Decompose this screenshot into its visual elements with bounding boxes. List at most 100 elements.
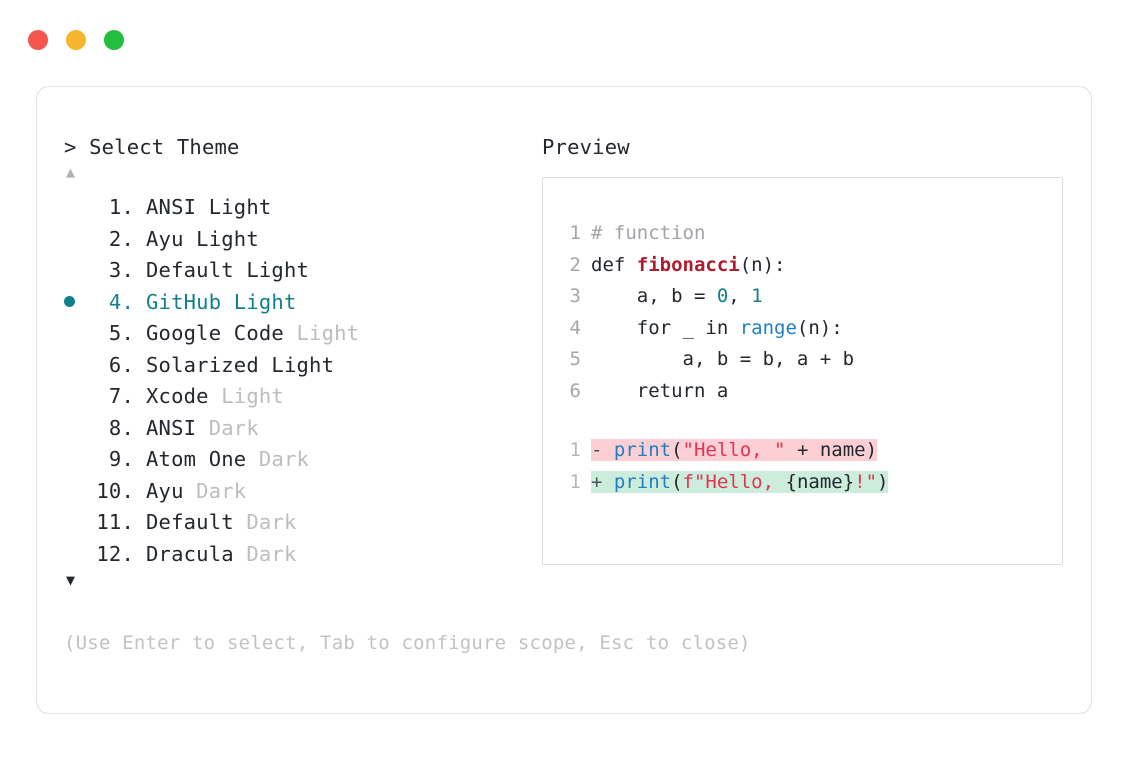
preview-title: Preview xyxy=(542,135,630,159)
code-token: for _ in xyxy=(591,316,740,339)
theme-item-variant: Light xyxy=(221,289,297,314)
code-line-text: return a xyxy=(591,376,729,408)
theme-item-variant: Dark xyxy=(246,447,310,471)
code-token: , xyxy=(728,285,752,307)
theme-item-variant: Light xyxy=(196,195,272,219)
code-token: print xyxy=(613,470,672,493)
theme-item-index: 11. xyxy=(96,510,134,534)
line-number: 4 xyxy=(569,316,581,339)
selection-dot-icon xyxy=(64,295,75,307)
code-token: (n): xyxy=(739,253,786,276)
code-token: fibonacci xyxy=(636,253,740,276)
code-token: ) xyxy=(877,470,889,493)
theme-picker-dialog: > Select Theme ▲ 1. ANSI Light 2. Ayu Light… xyxy=(36,86,1092,714)
code-token: f"Hello, xyxy=(682,470,786,493)
code-line-text: a, b = b, a + b xyxy=(591,344,855,376)
theme-list-item[interactable]: 4. GitHub Light xyxy=(64,287,534,319)
code-line-text: a, b = 0, 1 xyxy=(591,281,763,313)
selected-bullet-icon xyxy=(64,288,90,320)
theme-selector-panel: > Select Theme ▲ 1. ANSI Light 2. Ayu Light… xyxy=(64,133,534,592)
code-token: ( xyxy=(671,439,683,461)
code-token: range xyxy=(739,316,797,339)
theme-item-index: 7. xyxy=(108,384,134,408)
code-token: def xyxy=(591,253,637,276)
code-line-text: def fibonacci(n): xyxy=(591,250,785,282)
scroll-down-arrow-icon[interactable]: ▼ xyxy=(66,571,76,589)
window-traffic-lights xyxy=(28,30,124,50)
theme-item-variant: Light xyxy=(233,258,310,282)
code-token: + name) xyxy=(785,439,878,461)
scroll-up-arrow-icon[interactable]: ▲ xyxy=(66,163,76,181)
theme-list-item[interactable]: 5.Google Code Light xyxy=(64,318,534,350)
code-line: 3 a, b = 0, 1 xyxy=(559,281,1062,313)
diff-sign: - xyxy=(591,439,614,461)
code-line-text: for _ in range(n): xyxy=(591,313,843,345)
minimize-window-icon[interactable] xyxy=(66,30,86,50)
line-number: 1 xyxy=(569,439,581,461)
theme-item-variant: Dark xyxy=(196,415,259,440)
keyboard-hint: (Use Enter to select, Tab to configure s… xyxy=(64,632,751,654)
line-number: 3 xyxy=(569,285,581,307)
theme-item-variant: Dark xyxy=(233,510,297,534)
code-token: # function xyxy=(591,222,706,244)
code-token: print xyxy=(613,439,672,461)
theme-item-name: GitHub xyxy=(146,289,222,314)
prompt-header: > Select Theme xyxy=(64,135,240,159)
theme-item-index: 2. xyxy=(108,226,134,251)
diff-added-line: 1 + print(f"Hello, {name}!") xyxy=(559,467,1062,499)
close-window-icon[interactable] xyxy=(28,30,48,50)
theme-item-name: Google Code xyxy=(146,321,284,345)
theme-list-item[interactable]: 11. Default Dark xyxy=(64,507,534,539)
line-number: 1 xyxy=(569,470,581,493)
theme-item-index: 10. xyxy=(96,478,134,503)
code-line-text: # function xyxy=(591,218,705,250)
theme-list-item[interactable]: 8. ANSI Dark xyxy=(64,413,534,445)
theme-item-index: 1. xyxy=(108,195,134,219)
theme-item-name: Default xyxy=(146,258,234,282)
code-token: (n): xyxy=(796,316,843,339)
theme-item-variant: Light xyxy=(258,352,335,377)
theme-list-item[interactable]: 12. Dracula Dark xyxy=(64,539,534,571)
theme-item-index: 9. xyxy=(108,447,134,471)
line-number: 5 xyxy=(569,348,581,370)
diff-highlight: + print(f"Hello, {name}!") xyxy=(591,470,889,493)
theme-item-name: Default xyxy=(146,510,234,534)
theme-item-index: 5. xyxy=(108,321,134,345)
line-number: 6 xyxy=(569,379,581,402)
theme-item-variant: Dark xyxy=(233,541,297,566)
code-token: return a xyxy=(591,379,729,402)
code-line: 5 a, b = b, a + b xyxy=(559,344,1062,376)
theme-list-item[interactable]: 10.Ayu Dark xyxy=(64,476,534,508)
theme-item-name: Ayu xyxy=(146,226,184,251)
theme-item-name: Dracula xyxy=(146,541,234,566)
theme-item-name: ANSI xyxy=(146,415,197,440)
code-token: 1 xyxy=(751,285,763,307)
theme-item-variant: Light xyxy=(183,226,259,251)
theme-item-index: 4. xyxy=(108,289,134,314)
code-line: 4 for _ in range(n): xyxy=(559,313,1062,345)
code-line: 6 return a xyxy=(559,376,1062,408)
diff-highlight: - print("Hello, " + name) xyxy=(591,439,878,461)
theme-item-name: ANSI xyxy=(146,195,197,219)
code-line-text: + print(f"Hello, {name}!") xyxy=(591,467,889,499)
maximize-window-icon[interactable] xyxy=(104,30,124,50)
theme-list-item[interactable]: 6.Solarized Light xyxy=(64,350,534,382)
theme-list-item[interactable]: 3. Default Light xyxy=(64,255,534,287)
code-line: 1# function xyxy=(559,218,1062,250)
code-line-text: - print("Hello, " + name) xyxy=(591,435,878,467)
code-token: a, b = xyxy=(591,285,717,307)
theme-item-index: 12. xyxy=(96,541,134,566)
theme-item-variant: Dark xyxy=(183,478,247,503)
theme-list-item[interactable]: 1. ANSI Light xyxy=(64,192,534,224)
diff-sign: + xyxy=(591,470,614,493)
theme-item-name: Xcode xyxy=(146,384,209,408)
theme-list-item[interactable]: 7.Xcode Light xyxy=(64,381,534,413)
theme-item-index: 8. xyxy=(108,415,134,440)
code-spacer xyxy=(559,407,1062,435)
theme-list-item[interactable]: 2. Ayu Light xyxy=(64,224,534,256)
theme-item-index: 3. xyxy=(108,258,134,282)
theme-list-item[interactable]: 9.Atom One Dark xyxy=(64,444,534,476)
